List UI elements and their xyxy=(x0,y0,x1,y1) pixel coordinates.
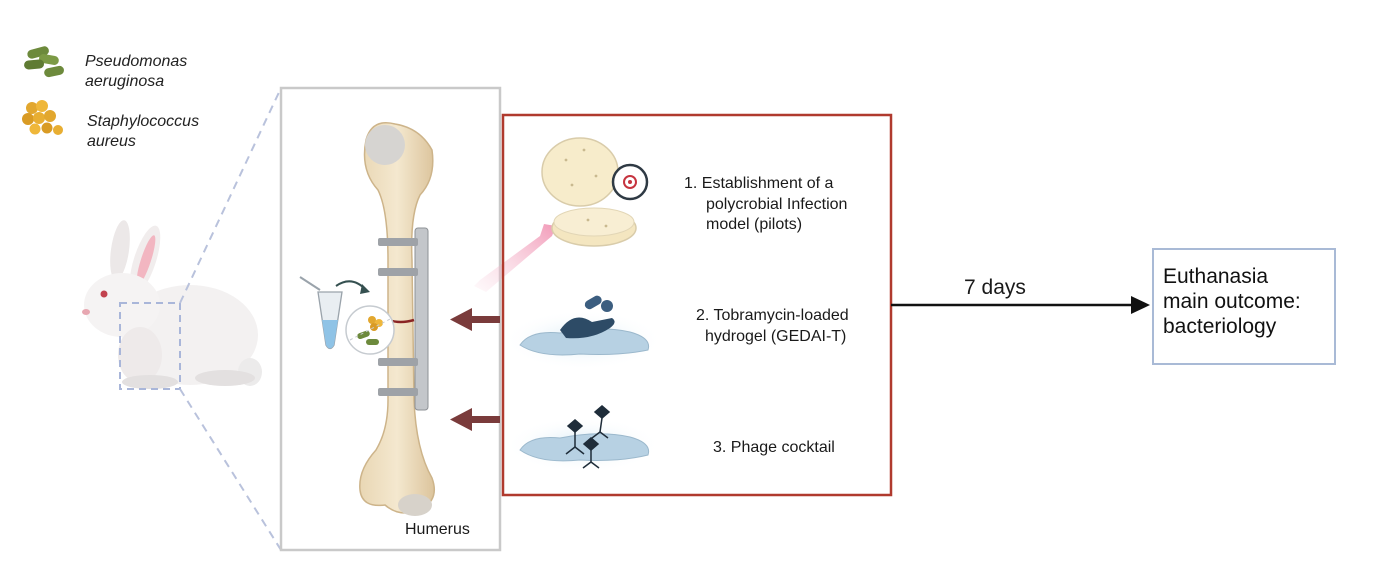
outcome-line1: Euthanasia xyxy=(1163,265,1269,288)
step-1-label: 1. Establishment of a polycrobial Infect… xyxy=(684,174,847,236)
step-2-label: 2. Tobramycin-loaded hydrogel (GEDAI-T) xyxy=(696,306,849,347)
rabbit-illustration xyxy=(82,220,262,390)
legend-staphylococcus-label: Staphylococcus aureus xyxy=(87,112,199,152)
cocci-bacteria-icon xyxy=(22,100,63,135)
step-2-line1: 2. Tobramycin-loaded xyxy=(696,307,849,324)
hydrogel-pill-hand-icon xyxy=(503,295,663,370)
inoculation-tube-icon xyxy=(299,276,395,355)
legend-pseudomonas-line2: aeruginosa xyxy=(85,73,165,90)
projection-line-bottom xyxy=(179,388,282,551)
legend-staphylococcus-line2: aureus xyxy=(87,133,136,150)
step-1-line3: model (pilots) xyxy=(706,216,803,233)
phage-hydrogel-icon xyxy=(505,405,661,473)
outcome-box: Euthanasia main outcome: bacteriology xyxy=(1152,248,1336,365)
pink-arrow-icon xyxy=(474,224,556,292)
step-3-label: 3. Phage cocktail xyxy=(713,439,835,456)
legend-staphylococcus-line1: Staphylococcus xyxy=(87,113,200,130)
timeline-arrow xyxy=(891,296,1150,314)
humerus-bone-icon xyxy=(359,122,435,516)
step-1-line1: 1. Establishment of a xyxy=(684,175,834,192)
outcome-line3: bacteriology xyxy=(1163,315,1277,338)
legend-pseudomonas-line1: Pseudomonas xyxy=(85,53,188,70)
petri-dish-icon xyxy=(541,137,649,247)
step-1-line2: polycrobial Infection xyxy=(706,195,848,213)
rod-bacteria-icon xyxy=(24,46,64,78)
outcome-text: Euthanasia main outcome: bacteriology xyxy=(1154,250,1334,339)
humerus-label: Humerus xyxy=(405,521,470,538)
arrow-to-bone-phage xyxy=(450,408,500,431)
timeline-label: 7 days xyxy=(964,276,1026,299)
legend-pseudomonas-label: Pseudomonas aeruginosa xyxy=(85,52,187,92)
step-2-line2: hydrogel (GEDAI-T) xyxy=(705,327,847,345)
arrow-to-bone-hydrogel xyxy=(450,308,500,331)
outcome-line2: main outcome: xyxy=(1163,290,1301,313)
projection-line-top xyxy=(179,87,282,304)
